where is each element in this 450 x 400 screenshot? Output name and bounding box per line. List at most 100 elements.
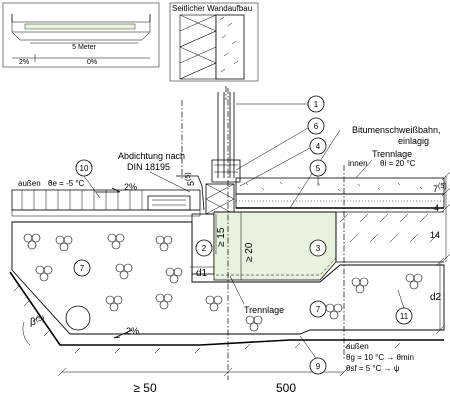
bottom-dimension-chain: ≥ 50 500 [57,367,349,395]
inset-slope-left: 2% [19,59,29,66]
callout-7b-circle [309,300,327,318]
floor-slab [213,211,444,281]
ground-line [9,271,444,346]
terrace-bedding [11,209,201,217]
window-frame [211,86,241,183]
label-beta: β(5) [30,316,44,328]
callout-9-leader [299,335,317,359]
callout-3: 3 [316,244,321,253]
inset-overview-frame [2,2,160,68]
callout-1: 1 [314,100,319,109]
callout-6-leader [235,127,309,171]
dim-fourteen: 14 [430,230,440,240]
gravel-outline [11,221,445,335]
perimeter-insulation-upper [205,183,235,215]
label-theta-i: θi = 20 °C [380,159,416,168]
gravel-bed [11,221,445,335]
inset-wall-hatching [219,16,239,73]
label-bitumen-2: einlagig [398,136,429,146]
callout-2-circle [195,239,213,257]
terrace-slab-joints [21,190,143,210]
window-profile-lines [217,92,235,178]
inset-wall-masonry [215,14,245,80]
inset-insulation [24,23,136,30]
label-innen: innen [348,159,368,168]
dim-d2: d2 [430,292,442,303]
slope-top-arrow [96,187,121,193]
interior-floor [235,177,445,209]
sill-flashing [176,175,205,211]
drainage-grate [152,199,186,206]
dim-five-top: 5(5) [185,172,196,186]
label-abdichtung-2: DIN 18195 [127,162,170,172]
trennlage-bottom-leader [229,275,245,305]
dim-500: 500 [276,381,296,395]
callout-7a: 7 [80,264,85,273]
callout-6: 6 [314,122,319,131]
callout-3-circle [309,239,327,257]
inset-wall-title: Seitlicher Wandaufbau [172,4,252,13]
label-trennlage-top: Trennlage [372,149,412,159]
d2-ticks [435,257,445,335]
slope-top: 2% [124,182,137,192]
slope-bottom: 2% [126,326,139,336]
dim-ge15: ≥ 15 [216,227,227,247]
window-sill-detail [214,164,238,173]
callout-6-circle [307,117,325,135]
inset-foundation [11,31,151,41]
label-theta-e: θe = -5 °C [48,179,85,188]
trennlage-top-leader [355,159,373,179]
callout-10: 10 [80,164,89,173]
callout-10-leader [83,175,101,199]
dim-ge50: ≥ 50 [133,381,157,395]
callout-7a-circle [73,259,91,277]
slab-hatching [339,213,439,243]
callouts: 1 2 3 4 5 6 7 7 9 10 11 [73,95,413,375]
abdichtung-leader [149,171,191,193]
callout-2: 2 [202,244,207,253]
dim-ge20: ≥ 20 [244,242,255,262]
slope-bottom-arrow [113,329,133,339]
inset-wall-insulation-cross [179,14,217,80]
label-trennlage-bottom: Trennlage [244,305,284,315]
callout-9-circle [309,357,327,375]
callout-11: 11 [400,312,409,321]
inset-wall-buildup: Seitlicher Wandaufbau [169,2,259,82]
impact-insulation [235,193,445,209]
label-theta-sf: θsf = 5 °C → ψ [346,364,400,373]
dim-d1: d1 [196,268,208,279]
inset-walls [11,14,151,22]
screed-speckles [245,181,423,192]
inner-dimensions: ≥ 15 ≥ 20 d1 5(5) [185,172,255,280]
screed-layer [235,177,445,195]
drainage-pipe [65,305,91,331]
beta-arc [22,321,31,346]
perimeter-insulation-zigzag [205,183,235,215]
label-aussen-left: außen [18,179,41,188]
window-sill-frame [211,159,241,183]
label-bitumen-1: Bitumenschweißbahn, [352,125,441,135]
callout-5: 5 [316,164,321,173]
dim-four: 4 [434,203,439,213]
slab-edge [335,212,444,263]
right-dim-ticks [441,171,450,263]
inset-slope-right: 0% [87,59,97,66]
ground-hatching [13,284,401,354]
callout-7b: 7 [316,305,321,314]
dim-seven: 7(5) [433,183,447,194]
callout-11-leader [397,289,405,309]
bottom-dim-ticks [57,367,349,377]
label-aussen-bottom: außen [346,342,369,351]
inset-overview: 5 Meter 2% 0% [2,2,160,68]
callout-9: 9 [316,362,321,371]
callout-4-circle [309,137,327,155]
drainage-channel [147,195,191,211]
callout-4: 4 [316,142,321,151]
label-abdichtung-1: Abdichtung nach [118,151,185,161]
right-dimension-chain: 7(5) 4 14 d2 [430,171,450,335]
terrace-slabs [11,175,205,217]
label-theta-g: θg = 10 °C → θmin [346,353,414,362]
inset-wall-frame [169,2,259,82]
callout-4-leader [239,147,311,187]
